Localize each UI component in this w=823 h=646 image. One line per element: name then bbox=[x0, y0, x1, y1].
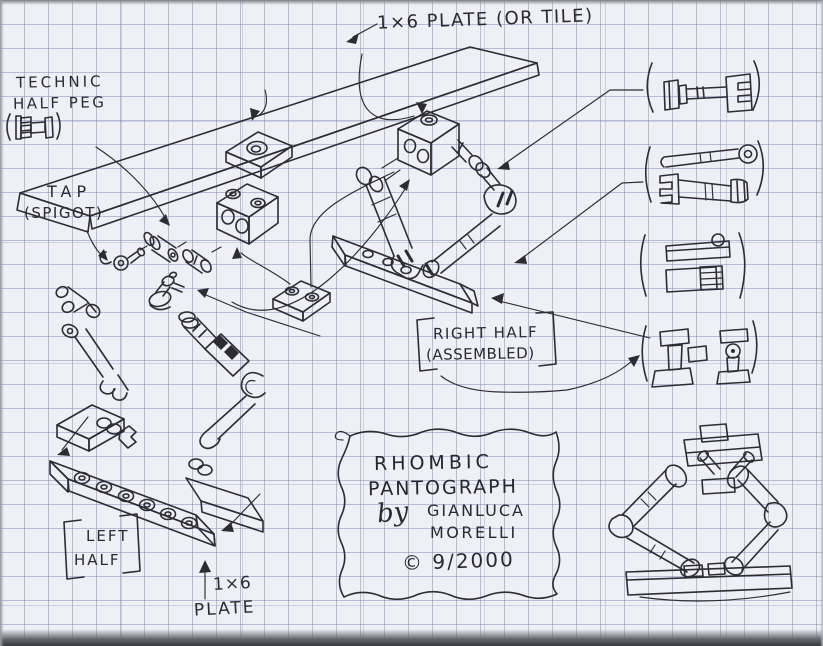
sketch-loose-small-parts-icon bbox=[55, 231, 266, 450]
sketch-left-half-assembly-icon bbox=[49, 404, 264, 547]
title-box-border bbox=[334, 428, 561, 601]
left-half-label-line2: HALF bbox=[74, 551, 121, 569]
sketch-2x2-plate-with-stud-icon bbox=[225, 131, 293, 179]
connector-curve-to-right-brick bbox=[231, 179, 410, 311]
title-by: by bbox=[375, 496, 410, 530]
title-line2: PANTOGRAPH bbox=[367, 475, 519, 501]
bracket-left-half bbox=[63, 513, 141, 580]
sketch-axle-pin-part-icon bbox=[497, 60, 761, 170]
connector-to-tap-parts bbox=[440, 355, 640, 393]
technic-half-peg-label-line1: TECHNIC bbox=[15, 72, 104, 92]
title-line1: RHOMBIC bbox=[373, 450, 493, 476]
connector-plate-to-right-brick bbox=[358, 53, 427, 121]
arrow-tap-spigot bbox=[86, 230, 108, 261]
bottom-plate-label-line2: PLATE bbox=[193, 597, 257, 621]
sketch-technic-half-peg-part-icon bbox=[6, 112, 61, 141]
sketch-tap-parts-icon bbox=[641, 320, 758, 388]
right-half-label-line1: RIGHT HALF bbox=[432, 323, 539, 343]
tap-label-line2: (SPIGOT) bbox=[24, 204, 104, 222]
bottom-plate-label-line1: 1×6 bbox=[212, 572, 253, 596]
sketch-assembled-pantograph-icon bbox=[608, 423, 793, 602]
sketch-2x2-brick-with-holes-icon bbox=[216, 183, 279, 245]
title-author-last: MORELLI bbox=[430, 523, 518, 542]
arrow-top-plate-label bbox=[346, 23, 378, 44]
technic-half-peg-label-line2: HALF PEG bbox=[12, 93, 107, 113]
title-copyright: © 9/2000 bbox=[401, 547, 516, 575]
right-half-label-line2: (ASSEMBLED) bbox=[425, 344, 535, 364]
sketch-right-half-assembly-icon bbox=[331, 110, 517, 314]
sketch-1x2-plate-icon bbox=[272, 280, 331, 322]
bracket-right-half bbox=[416, 311, 557, 372]
arrow-into-left-plate bbox=[57, 416, 261, 600]
connector-tap-arrow-left bbox=[197, 288, 321, 337]
sketch-lever-arm-parts-icon bbox=[514, 140, 765, 264]
sketch-beam-parts-icon bbox=[639, 232, 746, 299]
connector-beams-to-plate-end bbox=[491, 293, 651, 339]
left-half-label-line1: LEFT bbox=[86, 527, 130, 545]
arrow-technic-half-peg bbox=[95, 146, 170, 226]
tap-label-line1: TAP bbox=[47, 182, 92, 201]
connector-1x2-plate-to-brick bbox=[232, 171, 395, 288]
arrow-plate-to-stack bbox=[250, 89, 268, 121]
title-author-first: GIANLUCA bbox=[427, 501, 525, 520]
